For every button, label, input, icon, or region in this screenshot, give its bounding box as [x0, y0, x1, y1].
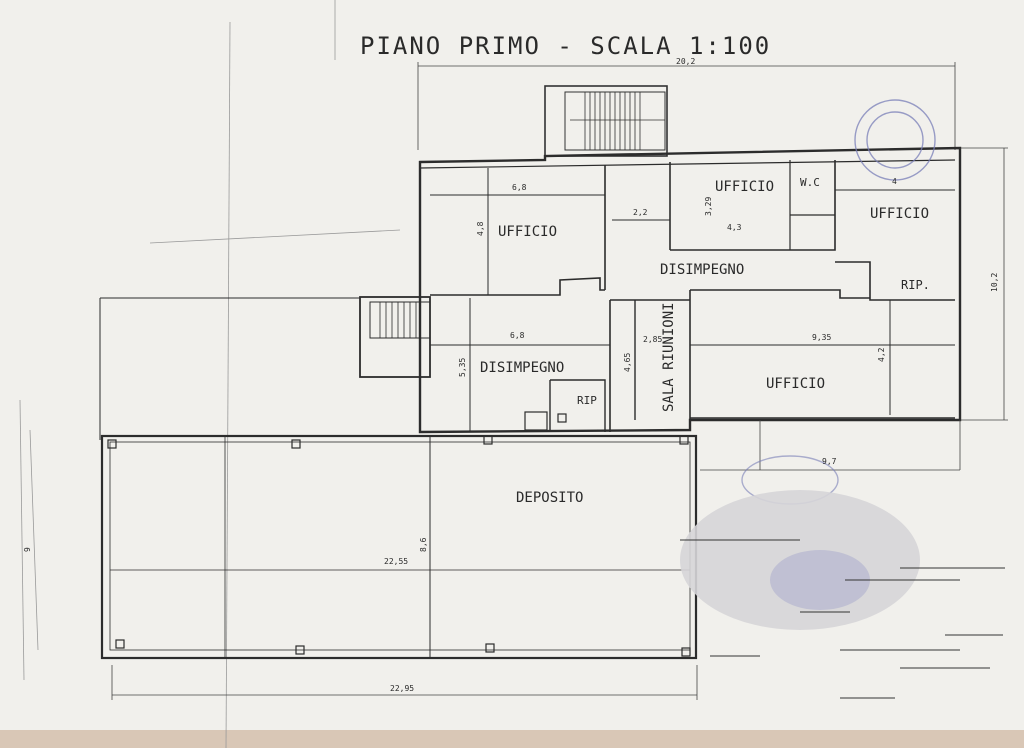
dim-ufficio4-depth: 4,2	[877, 347, 886, 362]
dim-ufficio4-width: 9,35	[812, 333, 831, 342]
dim-ufficio2-width: 4,3	[727, 223, 742, 232]
dim-deposito-depth: 8,6	[419, 537, 428, 552]
room-label-ufficio-2: UFFICIO	[715, 179, 774, 195]
dim-ufficio3-width: 4	[892, 177, 897, 186]
room-label-wc: W.C	[800, 176, 820, 189]
dim-ufficio1-depth: 4,8	[476, 221, 485, 236]
dim-left-height: 9	[23, 547, 32, 552]
plan-title: PIANO PRIMO - SCALA 1:100	[360, 32, 771, 60]
stamp-top-right	[854, 99, 936, 181]
room-label-ufficio-3: UFFICIO	[870, 206, 929, 222]
top-dimension-line	[417, 62, 956, 150]
dim-lower-right: 9,7	[822, 457, 837, 466]
pillars	[107, 411, 691, 657]
table-edge	[0, 730, 1024, 748]
dim-right-height: 10,2	[990, 273, 999, 292]
room-label-ufficio-1: UFFICIO	[498, 224, 557, 240]
signature-lines	[680, 539, 1005, 699]
dim-disimpegno1-width: 2,2	[633, 208, 648, 217]
room-label-rip-2: RIP	[577, 394, 597, 407]
guide-lines	[19, 0, 401, 748]
room-label-ufficio-4: UFFICIO	[766, 376, 825, 392]
room-label-disimpegno-1: DISIMPEGNO	[660, 262, 744, 278]
dim-deposito-outer-width: 22,95	[390, 684, 414, 693]
dim-ufficio2-depth: 3,29	[704, 197, 713, 216]
room-label-disimpegno-2: DISIMPEGNO	[480, 360, 564, 376]
room-label-deposito: DEPOSITO	[516, 490, 583, 506]
dim-disimpegno2-width: 6,8	[510, 331, 525, 340]
room-label-rip-1: RIP.	[901, 278, 930, 292]
dim-ufficio1-width: 6,8	[512, 183, 527, 192]
blurred-area	[680, 490, 920, 630]
left-annex	[99, 296, 431, 440]
staircase-top	[544, 85, 668, 157]
right-dimension-line	[960, 147, 1008, 421]
bottom-dimension-line	[111, 665, 698, 700]
dim-disimpegno2-depth: 5,35	[458, 358, 467, 377]
dim-top-width: 20,2	[676, 57, 695, 66]
dim-deposito-inner-width: 22,55	[384, 557, 408, 566]
dim-sala-width: 2,85	[643, 335, 662, 344]
dim-sala-depth: 4,65	[623, 353, 632, 372]
room-label-sala-riunioni: SALA RIUNIONI	[661, 302, 677, 412]
